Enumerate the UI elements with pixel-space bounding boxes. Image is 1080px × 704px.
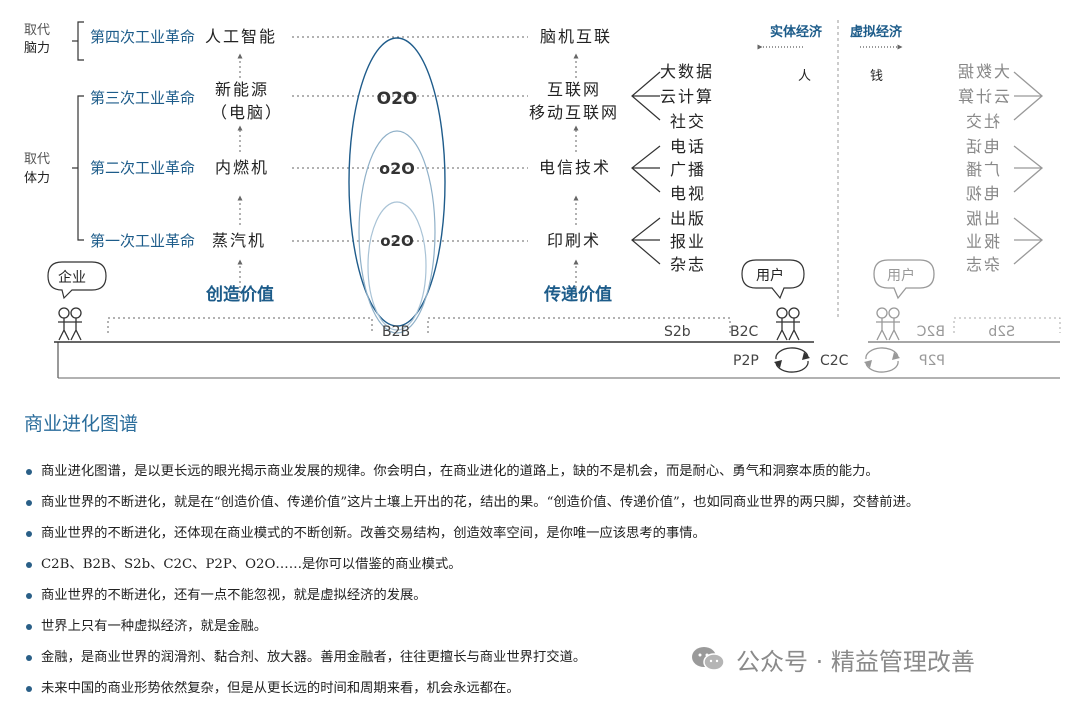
mirror-phone: 电话 xyxy=(964,137,1000,156)
bracket-brain xyxy=(72,21,84,61)
media-tv: 电视 xyxy=(670,184,706,203)
enterprise-label: 企业 xyxy=(58,269,86,286)
bullet-item: 商业世界的不断进化，就是在“创造价值、传递价值”这片土壤上开出的花，结出的果。“… xyxy=(24,487,1074,518)
media-social: 社交 xyxy=(670,112,706,131)
tech-new-energy: 新能源 xyxy=(215,80,269,99)
brain-label-1: 取代 xyxy=(24,23,50,38)
media-magazine: 杂志 xyxy=(670,255,706,274)
user-label-mirrored: 用户 xyxy=(887,267,915,284)
section-title: 商业进化图谱 xyxy=(24,413,139,435)
money-label: 钱 xyxy=(870,69,883,84)
mirrored-media-group: 大数据 云计算 社交 电话 广播 电视 出版 报业 杂志 xyxy=(956,62,1044,274)
b2c-label: B2C xyxy=(730,324,759,340)
tech-combustion: 内燃机 xyxy=(215,158,269,177)
tech-steam: 蒸汽机 xyxy=(212,231,266,250)
revolution-4: 第四次工业革命 xyxy=(90,28,195,46)
b2b-label: B2B xyxy=(382,324,410,340)
s2b-label-mirrored: S2b xyxy=(988,324,1015,340)
mirror-social: 社交 xyxy=(964,112,1000,131)
mirror-magazine: 杂志 xyxy=(964,255,1000,274)
mirror-big-data: 大数据 xyxy=(956,62,1010,81)
revolution-2: 第二次工业革命 xyxy=(90,159,195,177)
wechat-icon xyxy=(692,647,725,671)
bullet-item: C2B、B2B、S2b、C2C、P2P、O2O……是你可以借鉴的商业模式。 xyxy=(24,549,1074,580)
bullet-item: 金融，是商业世界的润滑剂、黏合剂、放大器。善用金融者，往往更擅长与商业世界打交道… xyxy=(24,642,1074,673)
brain-label-2: 脑力 xyxy=(24,41,50,56)
mirror-publishing: 出版 xyxy=(964,209,1000,228)
mirror-tv: 电视 xyxy=(964,184,1000,203)
revolution-3: 第三次工业革命 xyxy=(90,89,195,107)
bullet-item: 商业进化图谱，是以更长远的眼光揭示商业发展的规律。你会明白，在商业进化的道路上，… xyxy=(24,456,1074,487)
user-figures xyxy=(776,307,800,341)
comm-printing: 印刷术 xyxy=(547,231,601,250)
physical-label-1: 取代 xyxy=(24,152,50,167)
exchange-cycle-icon xyxy=(774,347,810,373)
deliver-value-label: 传递价值 xyxy=(543,284,612,305)
enterprise-figures xyxy=(58,307,82,341)
o2o-small: o2O xyxy=(380,232,414,250)
user-figures-mirrored xyxy=(876,307,900,341)
mirror-newspaper: 报业 xyxy=(964,232,1000,251)
commerce-evolution-diagram: 取代 脑力 取代 体力 第四次工业革命 第三次工业革命 第二次工业革命 第一次工… xyxy=(24,20,1061,379)
bullet-item: 世界上只有一种虚拟经济，就是金融。 xyxy=(24,611,1074,642)
create-value-label: 创造价值 xyxy=(205,284,274,305)
b2c-label-mirrored: B2C xyxy=(916,324,945,340)
media-publishing: 出版 xyxy=(670,209,706,228)
media-newspaper: 报业 xyxy=(670,232,706,251)
real-economy-label: 实体经济 xyxy=(770,24,823,40)
virtual-economy-label: 虚拟经济 xyxy=(850,24,903,40)
media-radio: 广播 xyxy=(670,160,706,179)
bullet-item: 未来中国的商业形势依然复杂，但是从更长远的时间和周期来看，机会永远都在。 xyxy=(24,673,1074,704)
bullet-item: 商业世界的不断进化，还体现在商业模式的不断创新。改善交易结构，创造效率空间，是你… xyxy=(24,518,1074,549)
bullet-item: 商业世界的不断进化，还有一点不能忽视，就是虚拟经济的发展。 xyxy=(24,580,1074,611)
media-big-data: 大数据 xyxy=(660,62,714,81)
tech-ai: 人工智能 xyxy=(205,27,277,46)
tech-computer: （电脑） xyxy=(211,103,283,122)
user-speech-bubble-mirrored xyxy=(873,259,935,300)
user-label: 用户 xyxy=(756,267,784,284)
o2o-ellipses xyxy=(348,37,446,334)
physical-label-2: 体力 xyxy=(24,171,50,186)
comm-internet: 互联网 xyxy=(547,80,601,99)
media-phone: 电话 xyxy=(670,137,706,156)
o2o-medium: o2O xyxy=(379,159,415,178)
bullet-list: 商业进化图谱，是以更长远的眼光揭示商业发展的规律。你会明白，在商业进化的道路上，… xyxy=(24,456,1074,704)
mirror-cloud: 云计算 xyxy=(956,87,1010,106)
comm-mobile-internet: 移动互联网 xyxy=(529,103,619,122)
person-label: 人 xyxy=(798,69,811,84)
o2o-large: O2O xyxy=(377,89,418,109)
c2c-label: C2C xyxy=(820,353,849,369)
p2p-label: P2P xyxy=(733,353,759,369)
exchange-cycle-icon-mirrored xyxy=(864,347,900,373)
mirror-radio: 广播 xyxy=(964,160,1000,179)
comm-telecom: 电信技术 xyxy=(539,158,611,177)
media-cloud: 云计算 xyxy=(660,87,714,106)
comm-bci: 脑机互联 xyxy=(540,27,612,46)
revolution-1: 第一次工业革命 xyxy=(90,232,195,250)
wechat-watermark: 公众号 · 精益管理改善 xyxy=(690,644,975,676)
p2p-label-mirrored: P2P xyxy=(919,353,945,369)
watermark-text: 公众号 · 精益管理改善 xyxy=(736,647,975,676)
bracket-physical xyxy=(72,95,84,241)
enterprise-speech-bubble xyxy=(47,261,107,300)
user-speech-bubble xyxy=(741,259,805,300)
s2b-label: S2b xyxy=(664,324,691,340)
